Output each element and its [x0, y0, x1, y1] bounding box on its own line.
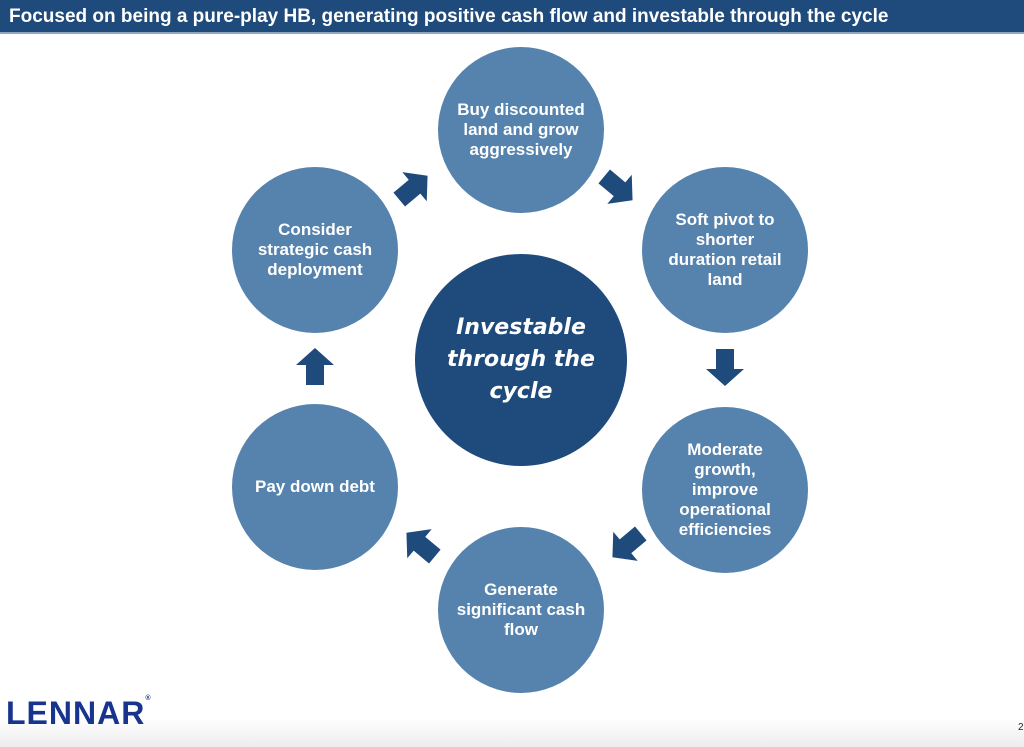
- step-pay-down-debt: Pay down debt: [232, 404, 398, 570]
- step-label: Pay down debt: [255, 477, 375, 496]
- footer: [0, 718, 1024, 747]
- step-cash-deployment: Consider strategic cash deployment: [232, 167, 398, 333]
- slide-title: Focused on being a pure-play HB, generat…: [0, 0, 1024, 34]
- step-label: Soft pivot to shorter duration retail la…: [668, 210, 782, 289]
- arrow-icon: [296, 348, 334, 385]
- arrow-icon: [600, 518, 654, 572]
- lennar-logo: LENNAR®: [6, 695, 152, 731]
- center-circle: Investable through the cycle: [415, 254, 627, 466]
- arrow-icon: [706, 349, 744, 386]
- center-label: Investable through the cycle: [447, 315, 595, 404]
- step-label: Buy discounted land and grow aggressivel…: [457, 100, 585, 159]
- step-label: Consider strategic cash deployment: [257, 220, 373, 279]
- step-label: Moderate growth, improve operational eff…: [678, 440, 772, 539]
- step-generate-cash: Generate significant cash flow: [438, 527, 604, 693]
- step-soft-pivot: Soft pivot to shorter duration retail la…: [642, 167, 808, 333]
- step-moderate-growth: Moderate growth, improve operational eff…: [642, 407, 808, 573]
- step-label: Generate significant cash flow: [456, 580, 586, 639]
- page-number: 2: [1018, 722, 1024, 733]
- logo-text: LENNAR: [6, 695, 146, 731]
- arrow-icon: [394, 518, 448, 572]
- arrow-icon: [591, 161, 645, 215]
- arrow-icon: [386, 161, 440, 215]
- step-buy-land: Buy discounted land and grow aggressivel…: [438, 47, 604, 213]
